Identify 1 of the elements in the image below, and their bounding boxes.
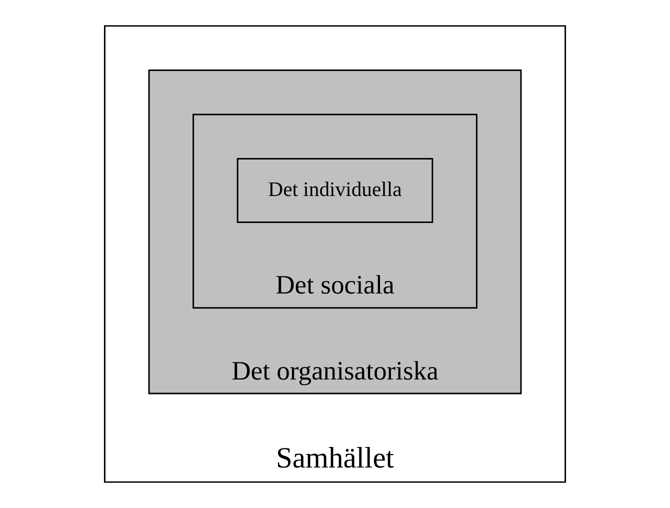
node-box: Det individuella — [236, 158, 434, 223]
